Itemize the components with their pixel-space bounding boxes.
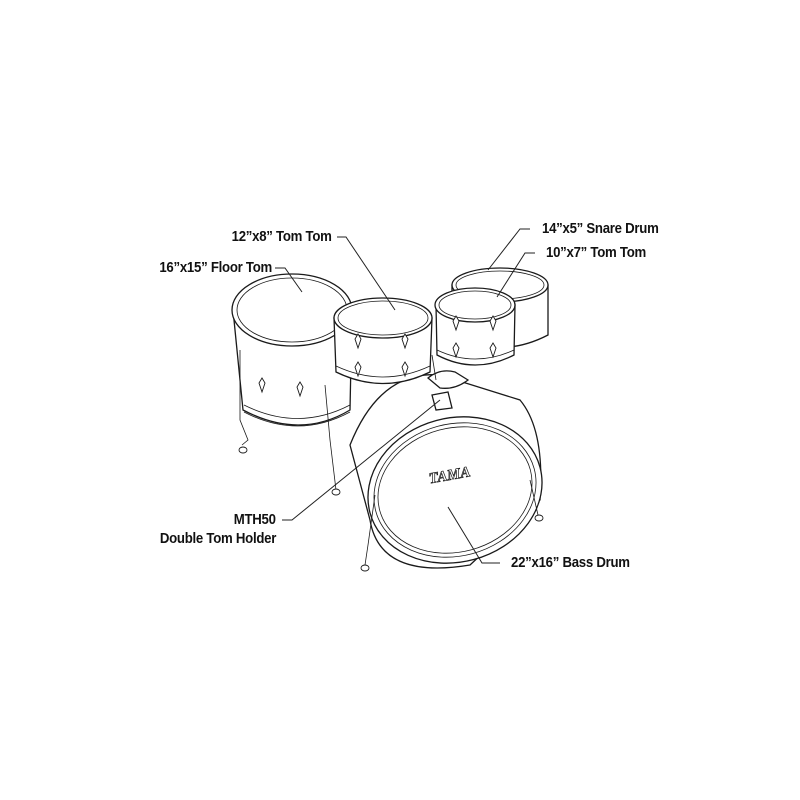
label-14x5-snare-drum: 14”x5” Snare Drum [542, 220, 659, 237]
bass-drum-drawing: TAMA [349, 374, 544, 572]
label-16x15-floor-tom: 16”x15” Floor Tom [159, 259, 272, 276]
tom-10-drawing [434, 287, 516, 366]
label-double-tom-holder: Double Tom Holder [159, 530, 277, 547]
leader-lines [275, 228, 535, 564]
floor-tom-drawing [231, 273, 353, 496]
label-12x8-tom-tom: 12”x8” Tom Tom [232, 228, 332, 245]
label-mth50: MTH50 [234, 511, 276, 528]
tama-logo: TAMA [428, 464, 472, 487]
tom-12-drawing [333, 297, 433, 385]
label-10x7-tom-tom: 10”x7” Tom Tom [546, 244, 646, 261]
label-22x16-bass-drum: 22”x16” Bass Drum [511, 554, 630, 571]
tom-holder-drawing [426, 354, 470, 411]
